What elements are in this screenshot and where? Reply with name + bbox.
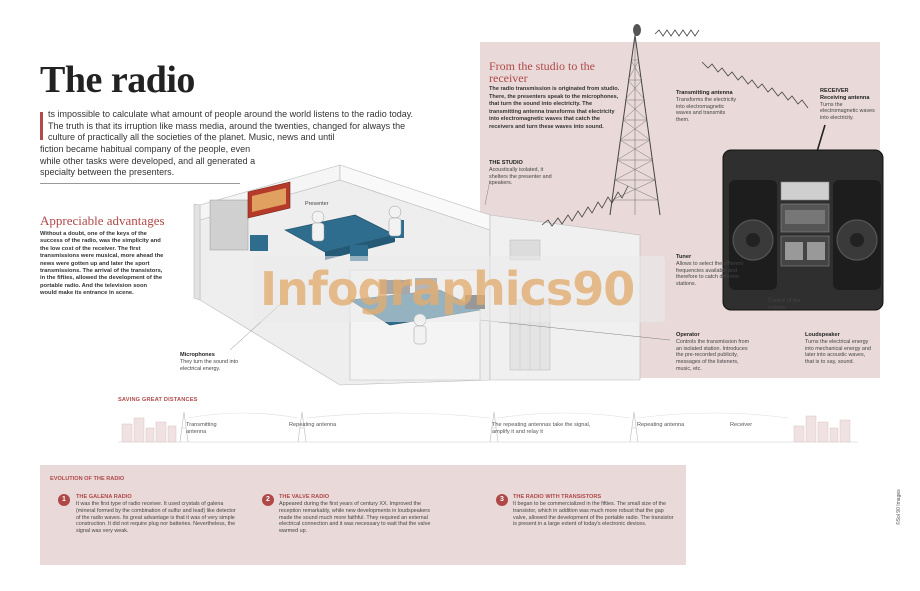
broadcast-wave	[701, 61, 809, 109]
transistor-radio-heading: THE RADIO WITH TRANSISTORS	[513, 494, 602, 500]
studio-label: THE STUDIO Acoustically isolated, it she…	[489, 160, 559, 187]
presenter-label: Presenter	[305, 201, 329, 207]
valve-radio-heading: THE VALVE RADIO	[279, 494, 330, 500]
page-title: The radio	[40, 59, 195, 101]
transmitting-antenna-label: Transmitting antenna Transforms the elec…	[676, 90, 738, 124]
portable-radio-illustration	[722, 124, 884, 311]
galena-radio-heading: THE GALENA RADIO	[76, 494, 132, 500]
distance-receiver-label: Receiver	[730, 422, 753, 428]
panel-text: The radio transmission is originated fro…	[489, 86, 620, 130]
galena-radio-text: It was the first type of radio receiver.…	[76, 501, 236, 535]
evolution-heading: EVOLUTION OF THE RADIO	[50, 476, 125, 482]
valve-radio-text: Appeared during the first years of centu…	[279, 501, 431, 535]
operator-text: Controls the transmission from an isolat…	[676, 338, 750, 372]
receiving-antenna-heading: Receiving antenna	[820, 94, 870, 101]
tuner-heading: Tuner	[676, 254, 692, 260]
distance-repeating-note: The repeating antennas take the signal, …	[492, 422, 591, 435]
evolution-number-1: 1	[58, 494, 70, 506]
evolution-panel	[40, 465, 686, 565]
microphones-heading: Microphones	[180, 352, 215, 358]
distances-heading: SAVING GREAT DISTANCES	[118, 397, 198, 403]
volume-control-label: Control of the volume.	[768, 298, 801, 311]
transmitting-antenna-heading: Transmitting antenna	[676, 90, 733, 96]
operator-heading: Operator	[676, 332, 700, 338]
evolution-number-2: 2	[262, 494, 274, 506]
loudspeaker-text: Turns the electrical energy into mechani…	[805, 338, 871, 366]
watermark: Infographics90	[260, 262, 635, 316]
evolution-number-3: 3	[496, 494, 508, 506]
transmitting-antenna-text: Transforms the electricity into electrom…	[676, 96, 737, 124]
studio-heading: THE STUDIO	[489, 160, 523, 166]
intro-text-continued: fiction became habitual company of the p…	[40, 144, 256, 177]
distance-repeating-label-1: Repeating antenna	[289, 422, 337, 428]
loudspeaker-heading: Loudspeaker	[805, 332, 840, 338]
panel-heading: From the studio to the receiver	[489, 59, 595, 85]
operator-label: Operator Controls the transmission from …	[676, 332, 754, 373]
receiver-heading: RECEIVER	[820, 88, 849, 94]
divider	[40, 183, 240, 184]
advantages-text: Without a doubt, one of the keys of the …	[40, 231, 164, 297]
intro-accent-bar	[40, 112, 43, 140]
transistor-radio-text: It began to be commercialized in the fif…	[513, 501, 674, 528]
watermark-band	[255, 256, 665, 322]
transmitting-tower-illustration	[609, 24, 700, 216]
distance-transmitting-label: Transmitting antenna	[186, 422, 217, 435]
studio-text: Acoustically isolated, it shelters the p…	[489, 166, 552, 187]
distance-strip-illustration	[118, 411, 858, 443]
intro-text: ts impossible to calculate what amount o…	[48, 109, 414, 142]
tuner-label: Tuner Allows to select the different fre…	[676, 254, 751, 288]
microphones-text: They turn the sound into electrical ener…	[180, 358, 239, 372]
distance-repeating-label-2: Repeating antenna	[637, 422, 685, 428]
studio-signal-wave	[541, 185, 629, 227]
tuner-text: Allows to select the different frequenci…	[676, 260, 744, 288]
receiver-label: RECEIVER Receiving antenna Turns the ele…	[820, 88, 878, 122]
loudspeaker-label: Loudspeaker Turns the electrical energy …	[805, 332, 875, 366]
advantages-heading: Appreciable advantages	[40, 213, 165, 228]
microphones-label: Microphones They turn the sound into ele…	[180, 352, 250, 372]
copyright-credit: ©Sol 90 Images	[896, 489, 902, 525]
receiving-antenna-text: Turns the electromagnetic waves into ele…	[820, 101, 875, 122]
